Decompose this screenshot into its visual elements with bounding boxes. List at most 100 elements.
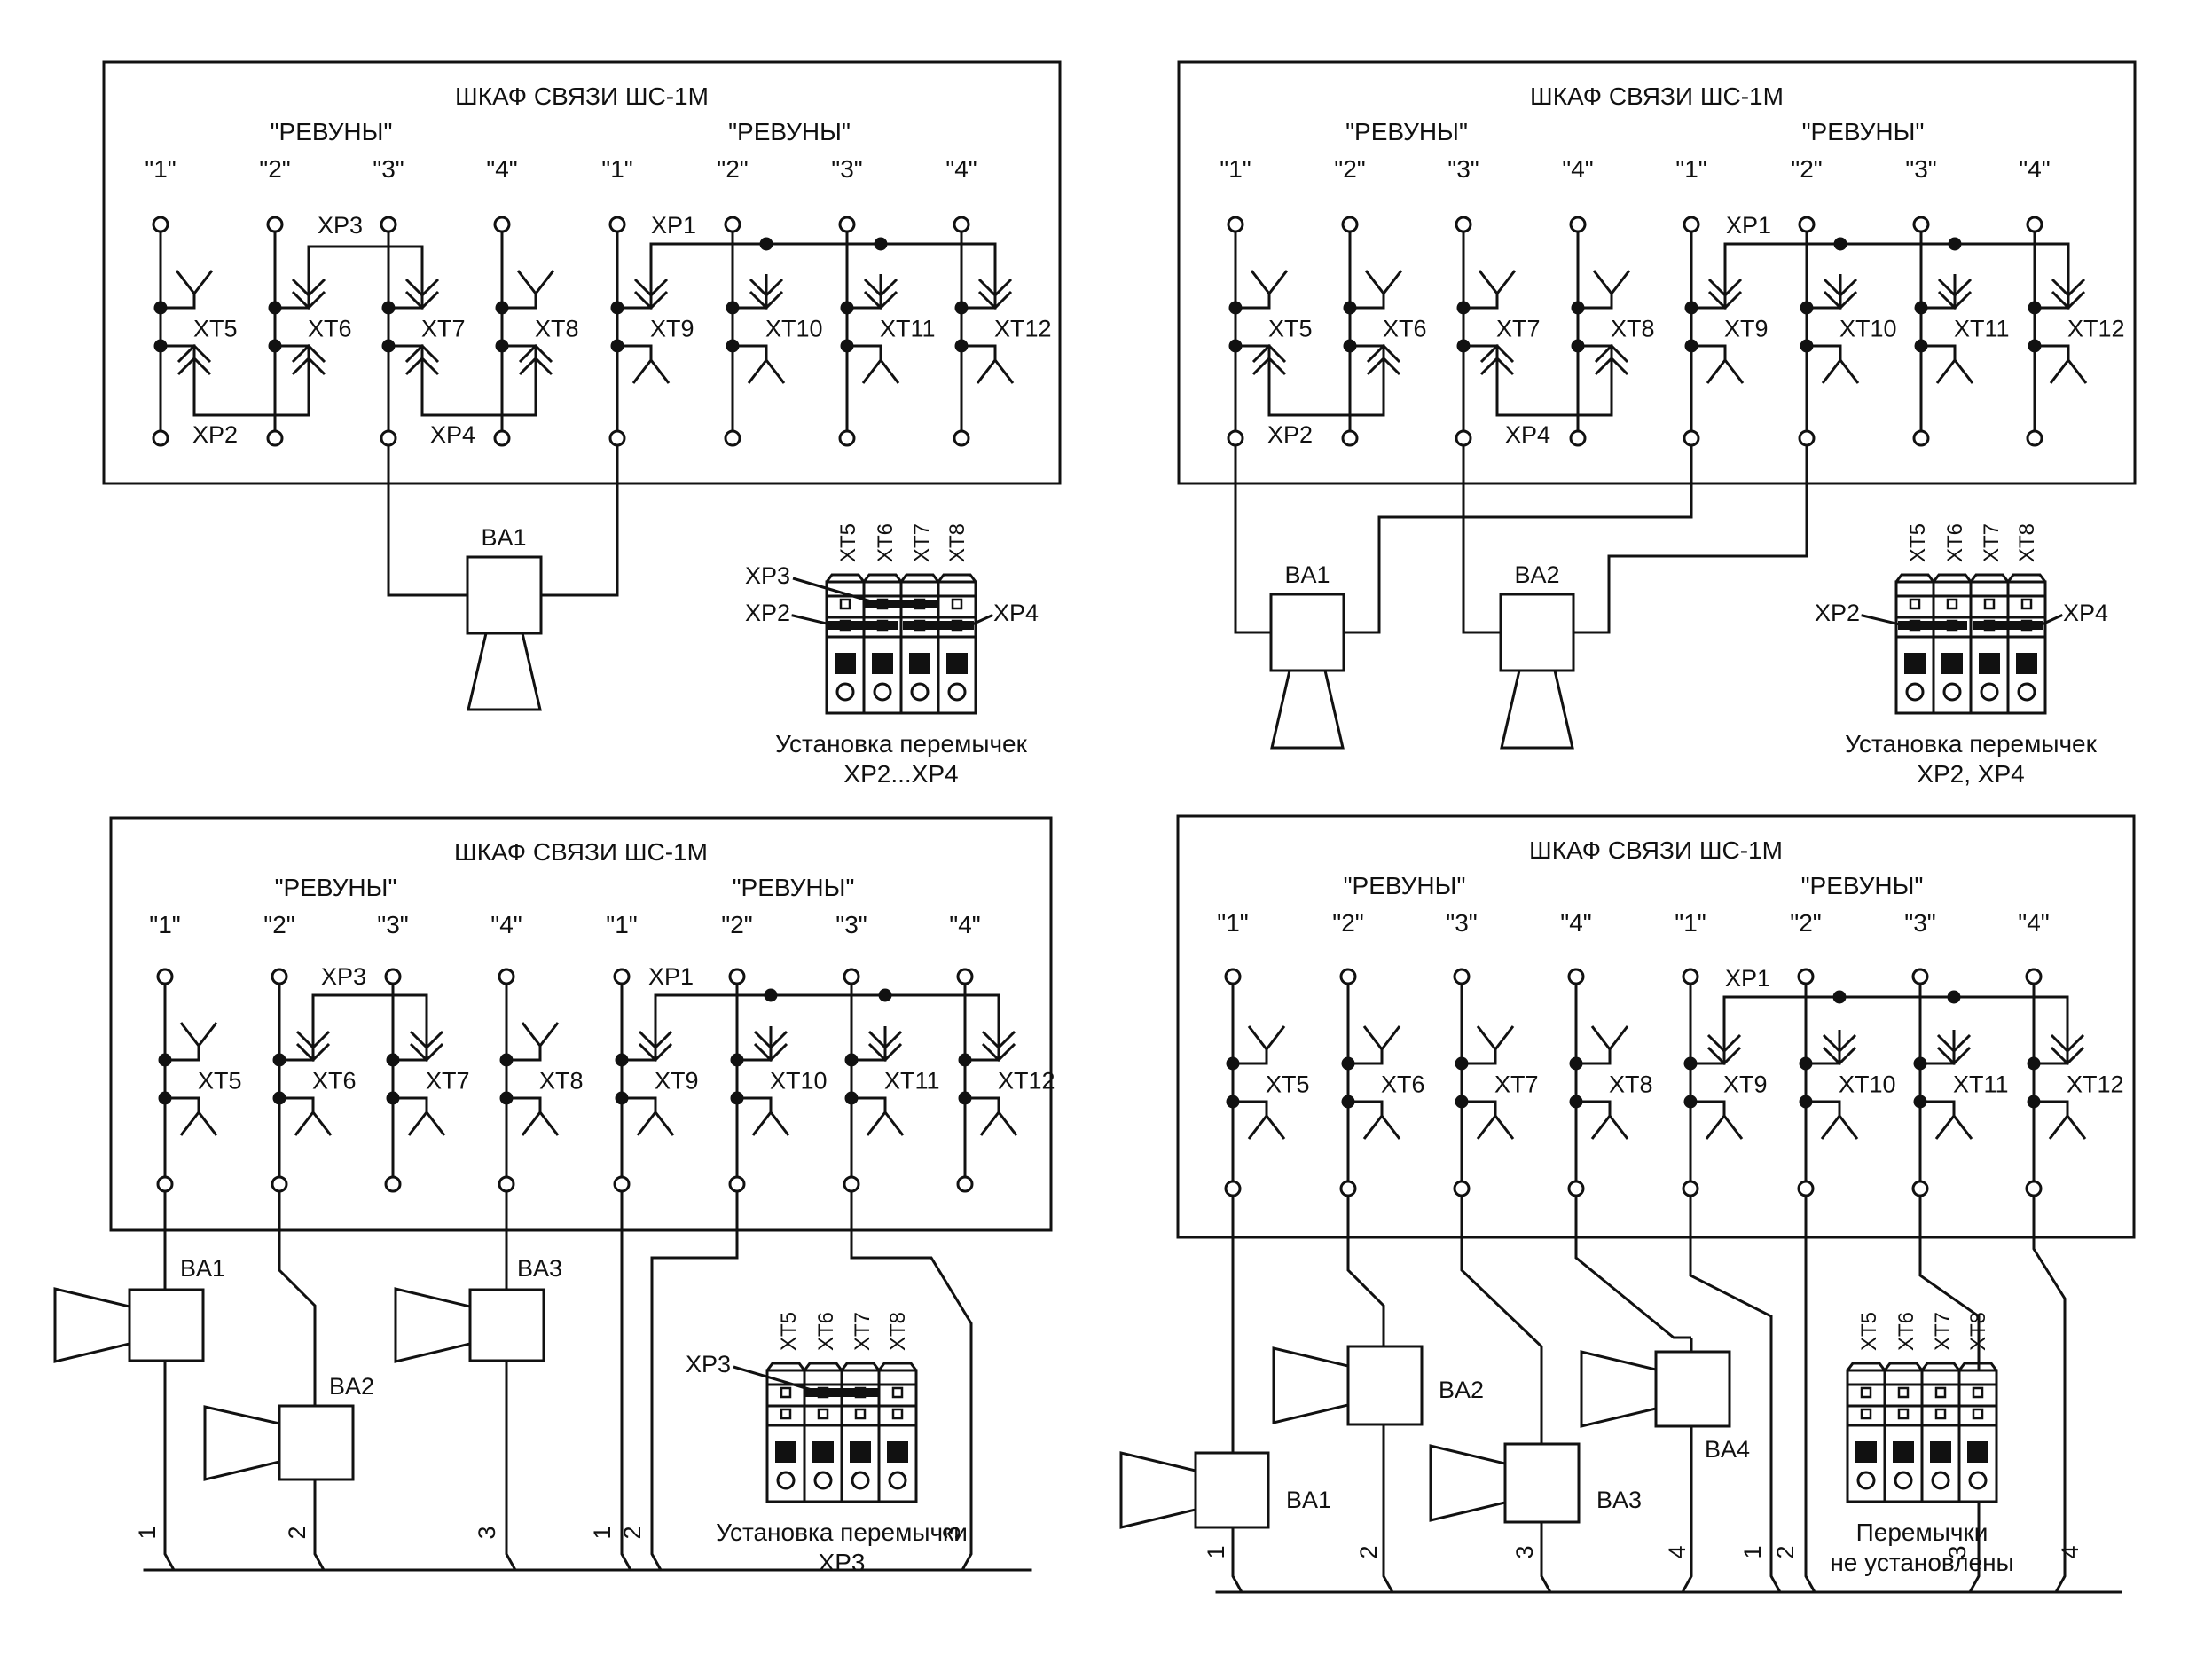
terminal-top <box>2025 968 2043 985</box>
inset-label: XP3 <box>745 562 790 589</box>
terminal-bottom <box>1912 429 1930 447</box>
inset-caption: Установка перемычек <box>775 730 1028 757</box>
inset-screw <box>776 1471 796 1490</box>
inset-column-label: XT6 <box>1894 1312 1918 1351</box>
inset-screw <box>813 1471 833 1490</box>
cabinet-title: ШКАФ СВЯЗИ ШС-1М <box>1530 82 1784 110</box>
inset-slot <box>1983 598 1996 610</box>
terminal-top <box>1798 216 1816 233</box>
group-label: "РЕВУНЫ" <box>733 874 855 901</box>
cabinet-frame <box>102 60 1062 485</box>
channel-label: "2" <box>1790 909 1821 937</box>
jumper-xp4 <box>1495 380 1613 417</box>
inset-tab <box>1894 573 1935 583</box>
inset-jumper <box>864 600 938 608</box>
inset-column-label: XT7 <box>1980 523 2004 562</box>
jumper-xp3 <box>307 245 424 274</box>
siren-ba1-body <box>466 555 543 635</box>
junction-dot <box>874 237 888 251</box>
terminal-bottom <box>953 429 970 447</box>
channel-label: "3" <box>377 911 408 938</box>
cabinet-title: ШКАФ СВЯЗИ ШС-1М <box>455 82 709 110</box>
leader-line <box>2040 614 2063 626</box>
wire-number: 4 <box>1664 1545 1690 1558</box>
terminal-bottom <box>2025 1180 2043 1197</box>
inset-caption: Перемычки <box>1856 1519 1988 1546</box>
terminal-top <box>1339 968 1357 985</box>
siren-label: BA2 <box>1514 561 1559 588</box>
terminal-label: XT8 <box>539 1068 584 1095</box>
channel-label: "1" <box>1220 155 1251 183</box>
siren-label: BA2 <box>1439 1377 1484 1403</box>
siren-wire <box>505 1361 517 1571</box>
inset-screw <box>888 1471 907 1490</box>
terminal-label: XT8 <box>535 316 579 342</box>
inset-screw <box>1894 1471 1913 1490</box>
inset-screw-square <box>1904 653 1926 674</box>
terminal-label: XT5 <box>198 1068 242 1095</box>
siren-ba1-horn <box>1119 1451 1197 1529</box>
terminal-top <box>266 216 284 233</box>
channel-label: "4" <box>945 155 977 183</box>
inset-column-label: XT5 <box>1906 523 1930 562</box>
inset-slot <box>951 598 963 610</box>
inset-slot <box>1972 1386 1984 1399</box>
siren-ba2-horn <box>1500 669 1574 750</box>
terminal-top <box>1224 968 1242 985</box>
inset-tab <box>803 1362 843 1371</box>
terminal-label: XT5 <box>193 316 238 342</box>
inset-column-label: XT8 <box>1966 1312 1990 1351</box>
terminal-top <box>1341 216 1359 233</box>
wire-3 <box>850 1191 973 1571</box>
leader-line <box>792 577 872 603</box>
siren-label: BA3 <box>1596 1487 1642 1513</box>
terminal-label: XT11 <box>884 1068 940 1095</box>
siren-ba3-horn <box>1429 1444 1507 1522</box>
terminal-label: XT6 <box>1381 1071 1425 1098</box>
terminal-top <box>1453 968 1471 985</box>
inset-tab <box>765 1362 806 1371</box>
wire-number: 2 <box>284 1526 310 1539</box>
siren-label: BA1 <box>481 524 526 551</box>
terminal-top <box>1911 968 1929 985</box>
terminal-bottom <box>613 1175 631 1193</box>
wire-number: 4 <box>2057 1545 2083 1558</box>
inset-slot <box>780 1408 792 1420</box>
channel-label: "4" <box>1562 155 1593 183</box>
terminal-label: XT7 <box>426 1068 470 1095</box>
inset-label: XP2 <box>1815 600 1860 626</box>
wire-number: 2 <box>1355 1545 1382 1558</box>
jumper-label: XP4 <box>1505 421 1550 448</box>
junction-dot <box>1832 990 1847 1004</box>
terminal-label: XT12 <box>994 316 1052 342</box>
siren-wire <box>1462 445 1501 634</box>
channel-label: "3" <box>831 155 862 183</box>
channel-label: "3" <box>835 911 867 938</box>
siren-label: BA4 <box>1705 1436 1750 1463</box>
inset-tab <box>937 573 977 583</box>
wire-2 <box>650 1191 739 1571</box>
channel-label: "4" <box>2018 909 2049 937</box>
cabinet-frame <box>1176 814 2136 1239</box>
terminal-label: XT12 <box>998 1068 1055 1095</box>
channel-label: "2" <box>263 911 294 938</box>
inset-screw-square <box>872 653 893 674</box>
siren-ba1-body <box>1194 1451 1270 1529</box>
channel-label: "4" <box>490 911 522 938</box>
wire-number: 1 <box>134 1526 161 1539</box>
inset-screw-square <box>1930 1441 1951 1463</box>
inset-screw <box>873 682 892 702</box>
siren-ba1-horn <box>53 1287 131 1363</box>
terminal-top <box>838 216 856 233</box>
inset-tab <box>862 573 903 583</box>
terminal-top <box>728 968 746 985</box>
inset-tab <box>1920 1362 1961 1371</box>
junction-dot <box>878 988 892 1002</box>
siren-wire <box>1346 1196 1385 1346</box>
channel-label: "1" <box>1217 909 1248 937</box>
siren-wire <box>1573 445 1808 634</box>
inset-slot <box>854 1408 867 1420</box>
junction-dot <box>1947 990 1961 1004</box>
